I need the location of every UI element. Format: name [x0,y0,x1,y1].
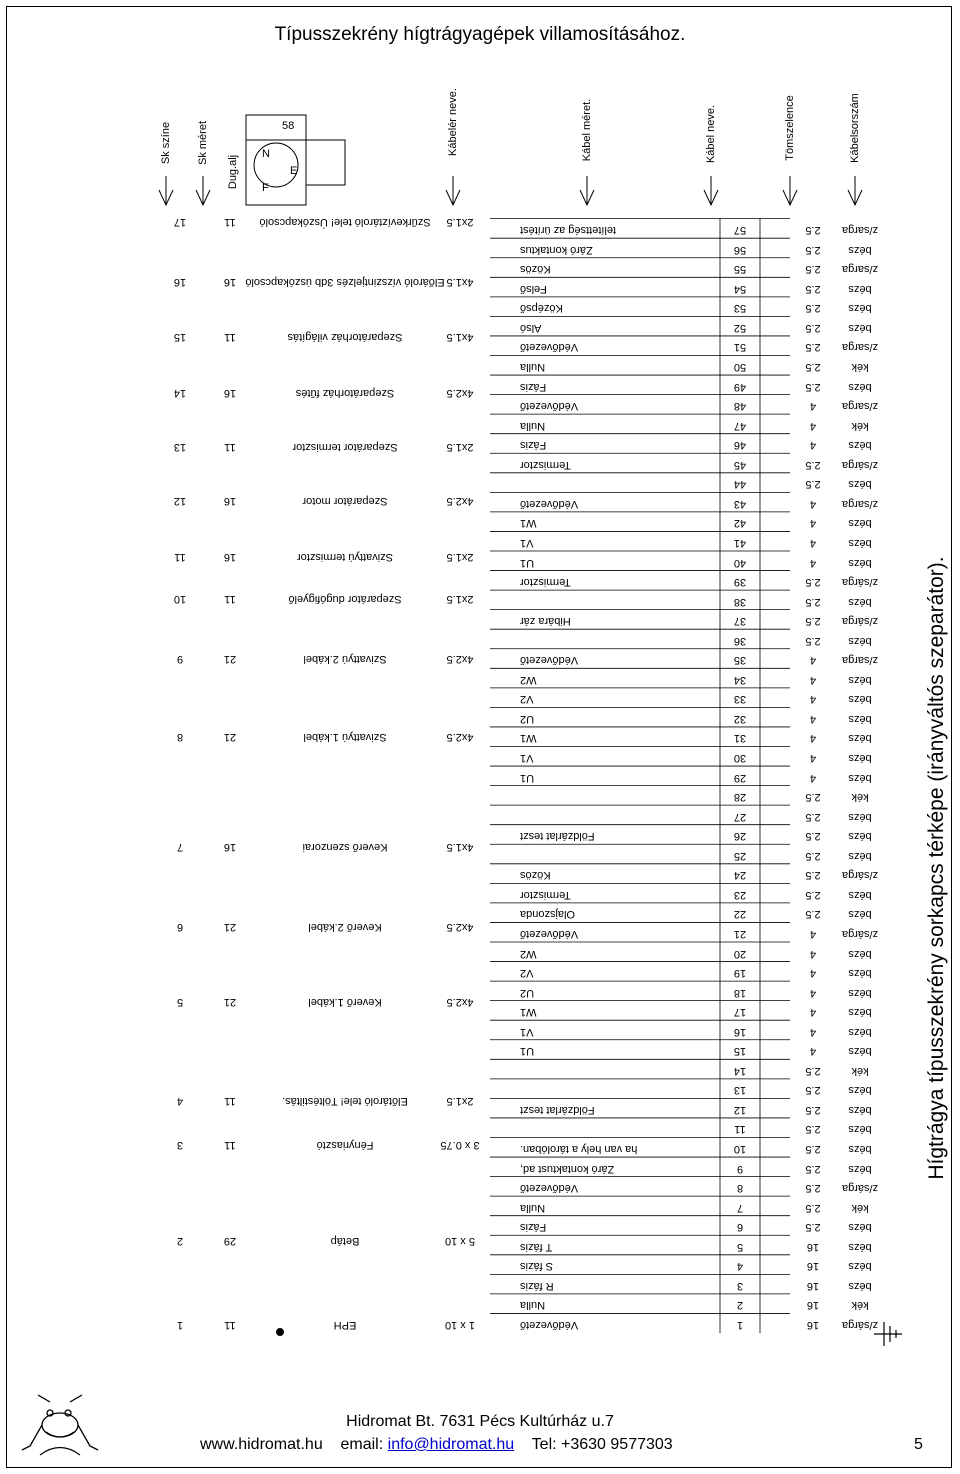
footer-company: Hidromat Bt. 7631 Pécs Kultúrház u.7 [346,1413,614,1430]
terminal-lines [490,218,790,1333]
page-number: 5 [914,1436,923,1453]
socket-number: 58 [282,120,295,132]
page-title: Típusszekrény hígtrágyagépek villamosítá… [274,24,686,45]
socket-e: E [290,165,298,177]
footer-email-link[interactable]: info@hidromat.hu [387,1436,515,1453]
footer-contact: www.hidromat.hu email: info@hidromat.hu … [200,1436,673,1454]
terminal-end-dot [276,1328,284,1336]
page-frame [6,6,952,1468]
footer-email-label: email: [340,1436,384,1453]
socket-f: F [262,182,269,194]
footer-web[interactable]: www.hidromat.hu [200,1436,323,1453]
footer-tel: Tel: +3630 9577303 [531,1436,673,1453]
socket-n: N [262,148,270,160]
